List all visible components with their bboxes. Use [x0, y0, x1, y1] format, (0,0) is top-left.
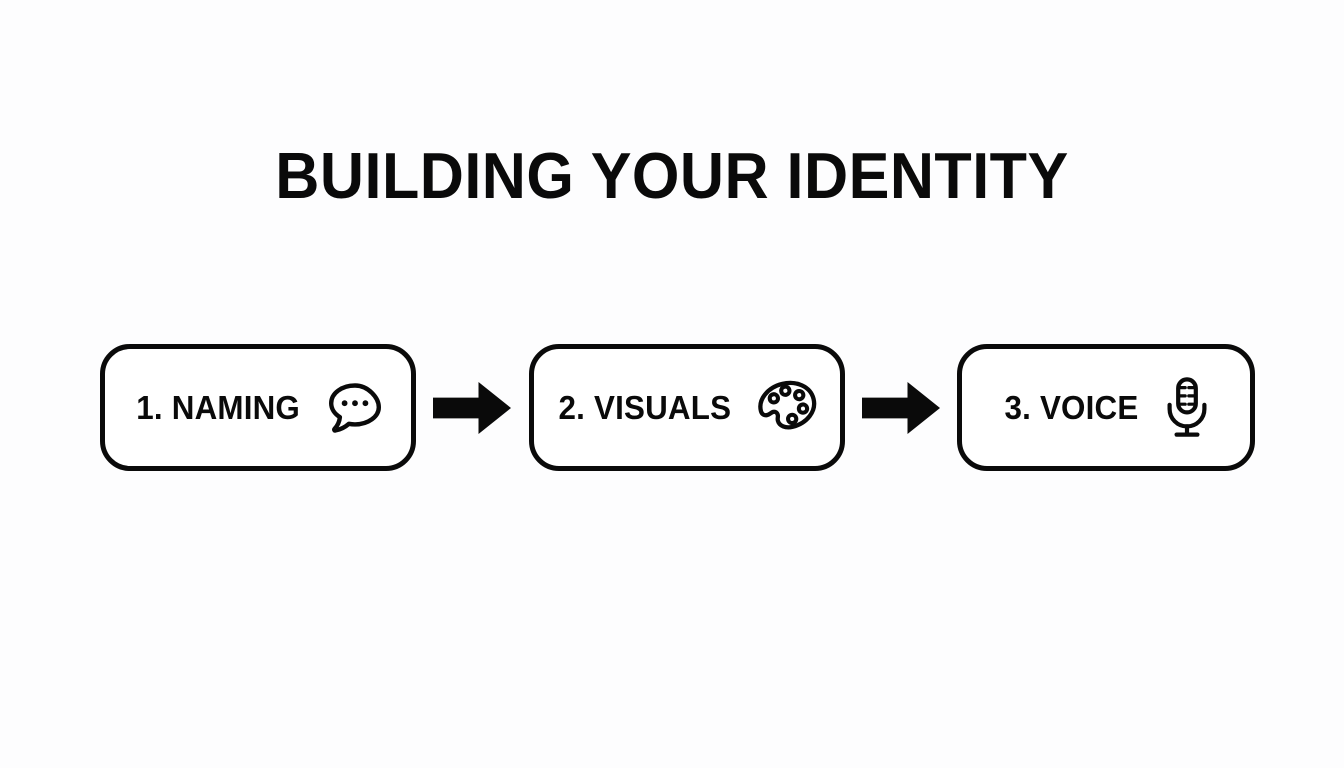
arrow-right-icon-2 [860, 380, 942, 436]
speech-bubble-icon [326, 380, 384, 436]
step-label-voice: 3. VOICE [1004, 389, 1138, 426]
step-card-visuals[interactable]: 2. VISUALS [528, 344, 845, 471]
microphone-icon [1163, 376, 1211, 440]
paint-palette-icon [757, 379, 819, 437]
step-card-voice[interactable]: 3. VOICE [957, 344, 1255, 471]
arrow-right-icon-1 [431, 380, 513, 436]
step-card-naming[interactable]: 1. NAMING [100, 344, 416, 471]
page-title: BUILDING YOUR IDENTITY [275, 139, 1069, 212]
step-label-naming: 1. NAMING [136, 389, 300, 426]
process-flow: 1. NAMING 2. VISUALS [100, 344, 1255, 471]
step-label-visuals: 2. VISUALS [558, 389, 731, 426]
